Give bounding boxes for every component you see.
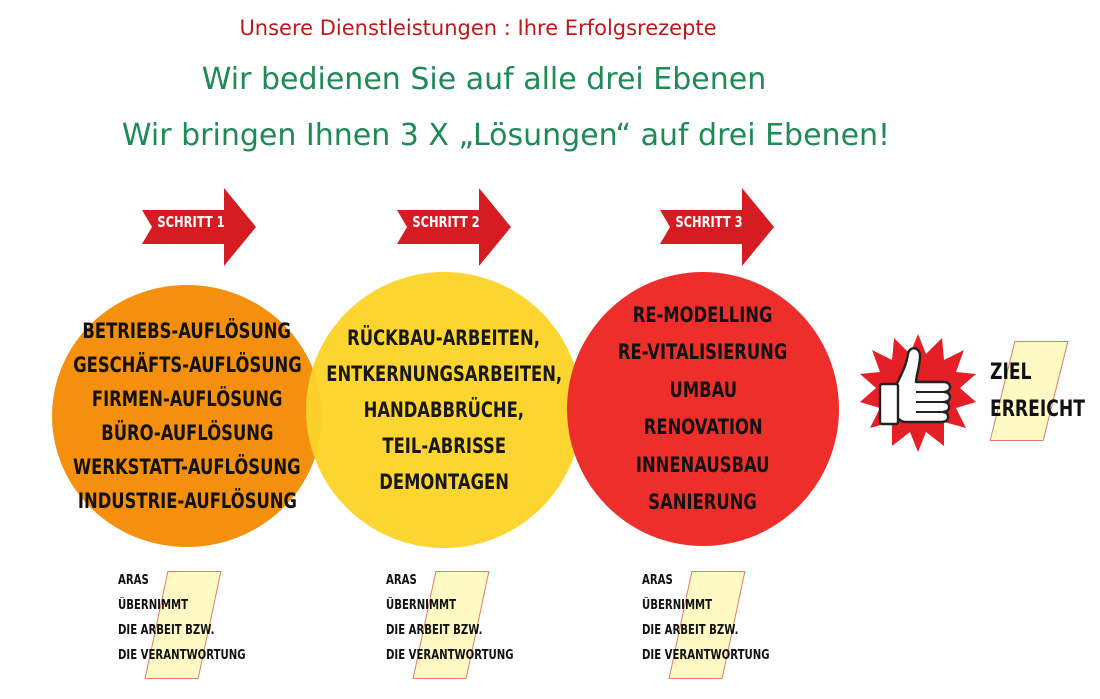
step-3-item: RENOVATION [643, 415, 763, 439]
step-3-arrow: SCHRITT 3 [660, 188, 776, 266]
step-3-item: RE-VITALISIERUNG [618, 340, 788, 364]
arrow-right-icon [142, 188, 256, 266]
step-2-item: ENTKERNUNGSARBEITEN, [326, 362, 562, 386]
step-2-item: DEMONTAGEN [379, 470, 509, 494]
step-1-label: SCHRITT 1 [157, 213, 225, 231]
note-line: ARAS [386, 573, 417, 588]
note-line: DIE VERANTWORTUNG [642, 648, 770, 663]
note-line: DIE VERANTWORTUNG [118, 648, 246, 663]
step-2-item: HANDABBRÜCHE, [363, 398, 525, 422]
goal-line: ERREICHT [990, 397, 1085, 422]
step-2-note: ARAS ÜBERNIMMT DIE ARBEIT BZW. DIE VERAN… [386, 568, 556, 668]
step-3-item: RE-MODELLING [633, 302, 773, 327]
goal-line: ZIEL [990, 360, 1032, 385]
headline-1: Wir bedienen Sie auf alle drei Ebenen [201, 62, 767, 97]
step-2-item: TEIL-ABRISSE [382, 434, 506, 458]
step-1-note: ARAS ÜBERNIMMT DIE ARBEIT BZW. DIE VERAN… [118, 568, 288, 668]
step-3-label: SCHRITT 3 [675, 213, 743, 231]
step-3-item: INNENAUSBAU [636, 452, 770, 477]
subtitle: Unsere Dienstleistungen : Ihre Erfolgsre… [239, 16, 717, 40]
step-2-item: RÜCKBAU-ARBEITEN, [347, 326, 541, 350]
step-1-item: FIRMEN-AUFLÖSUNG [91, 387, 283, 411]
note-line: DIE VERANTWORTUNG [386, 648, 514, 663]
thumbs-up-starburst-icon [860, 334, 976, 452]
note-line: DIE ARBEIT BZW. [118, 623, 215, 638]
step-2-circle: RÜCKBAU-ARBEITEN, ENTKERNUNGSARBEITEN, H… [306, 272, 582, 548]
step-1-item: BÜRO-AUFLÖSUNG [100, 421, 274, 445]
step-1-item: GESCHÄFTS-AUFLÖSUNG [72, 353, 302, 377]
step-1-arrow: SCHRITT 1 [142, 188, 258, 266]
step-3-item: UMBAU [669, 377, 737, 402]
step-2-label: SCHRITT 2 [412, 213, 480, 231]
step-1-item: INDUSTRIE-AUFLÖSUNG [77, 489, 297, 513]
step-2-arrow: SCHRITT 2 [397, 188, 513, 266]
headline-2: Wir bringen Ihnen 3 X „Lösungen“ auf dre… [121, 118, 891, 153]
note-line: DIE ARBEIT BZW. [642, 623, 739, 638]
step-3-note: ARAS ÜBERNIMMT DIE ARBEIT BZW. DIE VERAN… [642, 568, 812, 668]
note-line: ÜBERNIMMT [386, 598, 457, 613]
note-line: ARAS [118, 573, 149, 588]
arrow-right-icon [660, 188, 774, 266]
note-line: ÜBERNIMMT [118, 598, 189, 613]
arrow-right-icon [397, 188, 511, 266]
note-line: ÜBERNIMMT [642, 598, 713, 613]
goal-text: ZIEL ERREICHT [990, 354, 1100, 428]
step-3-circle: RE-MODELLING RE-VITALISIERUNG UMBAU RENO… [567, 272, 839, 546]
step-1-circle: BETRIEBS-AUFLÖSUNG GESCHÄFTS-AUFLÖSUNG F… [52, 285, 322, 547]
note-line: ARAS [642, 573, 673, 588]
note-line: DIE ARBEIT BZW. [386, 623, 483, 638]
step-1-item: BETRIEBS-AUFLÖSUNG [82, 319, 292, 343]
step-3-item: SANIERUNG [648, 490, 758, 514]
step-1-item: WERKSTATT-AUFLÖSUNG [73, 455, 301, 479]
